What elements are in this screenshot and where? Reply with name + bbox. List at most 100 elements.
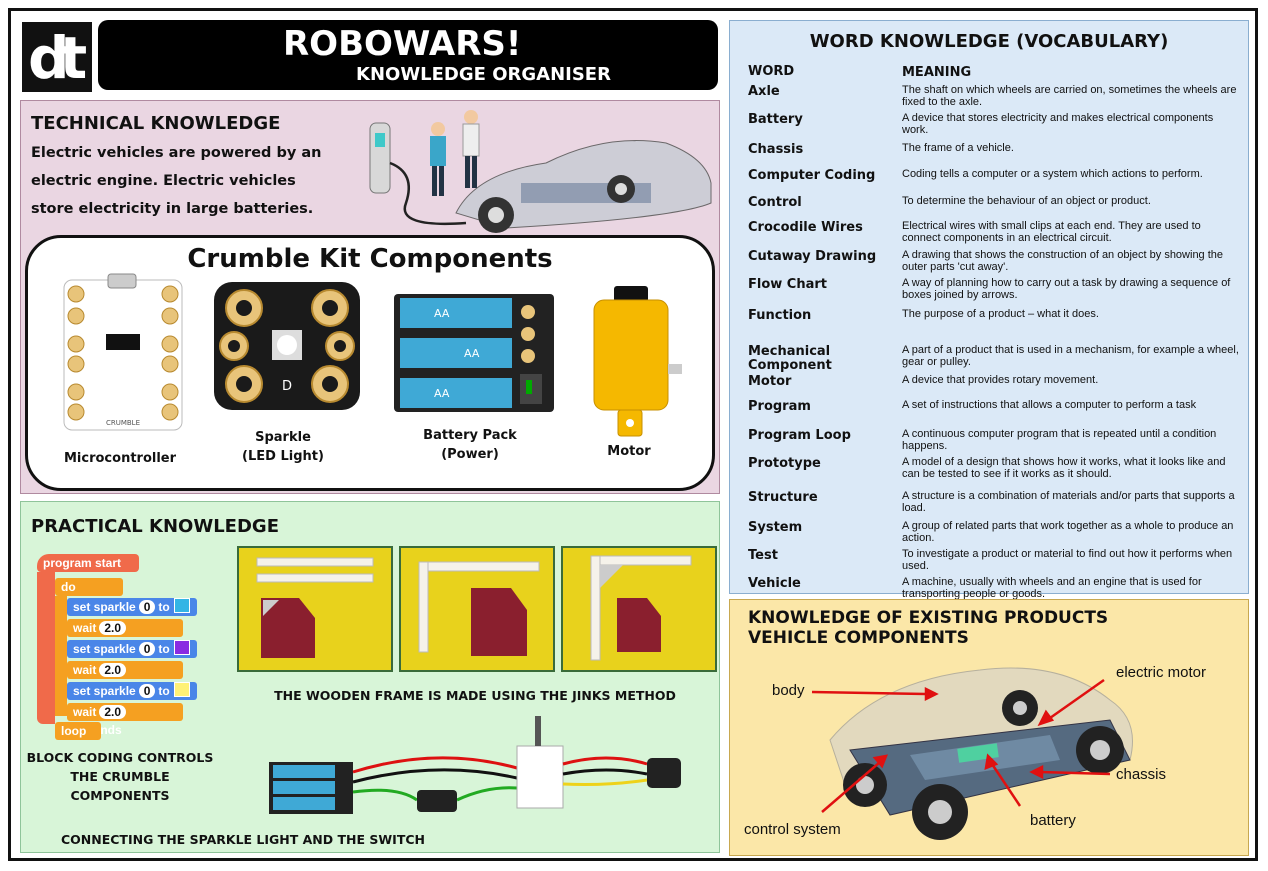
existing-heading: KNOWLEDGE OF EXISTING PRODUCTS VEHICLE C… <box>748 608 1108 648</box>
vehicle-cutaway-diagram <box>811 667 1133 840</box>
vocab-meaning: A set of instructions that allows a comp… <box>902 399 1197 411</box>
vocab-word: Prototype <box>748 456 821 471</box>
microcontroller-board-text: CRUMBLE <box>106 419 140 427</box>
frame-photo-3 <box>561 546 717 672</box>
vocab-word: Structure <box>748 490 818 505</box>
vocab-word: Program Loop <box>748 428 851 443</box>
vocab-col-word: WORD <box>748 64 795 79</box>
code-wait-value: 2.0 <box>99 663 127 677</box>
code-set-sparkle-label: set sparkle <box>73 600 136 614</box>
technical-text: Electric vehicles are powered by an elec… <box>31 139 331 223</box>
vocab-meaning: To determine the behaviour of an object … <box>902 195 1151 207</box>
sparkle-led-image: D <box>214 282 360 410</box>
vocabulary-heading: WORD KNOWLEDGE (VOCABULARY) <box>809 31 1169 52</box>
technical-heading: TECHNICAL KNOWLEDGE <box>31 113 281 134</box>
battery-cell-label: AA <box>434 307 450 320</box>
vocab-meaning: Electrical wires with small clips at eac… <box>902 220 1201 244</box>
practical-knowledge-panel: PRACTICAL KNOWLEDGE program start do for… <box>20 501 720 853</box>
sparkle-board-text: D <box>282 379 292 394</box>
caption-block-coding-line2: THE CRUMBLE COMPONENTS <box>70 769 170 803</box>
vocab-word: Test <box>748 548 778 563</box>
practical-heading: PRACTICAL KNOWLEDGE <box>31 516 279 537</box>
code-color-swatch[interactable] <box>173 682 190 697</box>
vocab-word: Vehicle <box>748 576 801 591</box>
page-title: ROBOWARS! <box>283 24 522 64</box>
code-set-sparkle-label: set sparkle <box>73 684 136 698</box>
circuit-image <box>269 716 681 814</box>
vocab-word: Battery <box>748 112 803 127</box>
label-battery-pack: Battery Pack (Power) <box>400 426 540 464</box>
vocab-word: Flow Chart <box>748 277 827 292</box>
vocab-word: Chassis <box>748 142 804 157</box>
electric-car-charging-illustration <box>369 110 712 233</box>
vocab-word: Mechanical Component <box>748 344 832 373</box>
code-start-rail <box>37 572 55 724</box>
code-wait-label: wait <box>73 705 97 719</box>
frame-photo-1 <box>237 546 393 672</box>
code-sparkle-index: 0 <box>138 684 156 698</box>
vocab-word: Control <box>748 195 802 210</box>
vocab-meaning: A group of related parts that work toget… <box>902 520 1234 544</box>
code-loop-rail <box>55 596 67 716</box>
vocab-word: Computer Coding <box>748 168 876 183</box>
vocab-meaning: A way of planning how to carry out a tas… <box>902 277 1231 301</box>
code-sparkle-index: 0 <box>138 600 156 614</box>
code-color-swatch[interactable] <box>173 598 190 613</box>
code-color-swatch[interactable] <box>173 640 190 655</box>
vocabulary-panel: WORD KNOWLEDGE (VOCABULARY) WORD MEANING… <box>729 20 1249 599</box>
page-border <box>8 8 1258 861</box>
page-subtitle: KNOWLEDGE ORGANISER <box>356 64 611 85</box>
vocab-word: Program <box>748 399 811 414</box>
label-motor: Motor <box>607 444 651 459</box>
label-chassis: chassis <box>1116 766 1167 783</box>
vocab-meaning: A structure is a combination of material… <box>902 490 1235 514</box>
vocab-meaning: The purpose of a product – what it does. <box>902 308 1099 320</box>
caption-block-coding: BLOCK CODING CONTROLS THE CRUMBLE COMPON… <box>25 748 215 805</box>
code-wait-label: wait <box>73 663 97 677</box>
vocab-meaning: A device that provides rotary movement. <box>902 374 1099 386</box>
crumble-kit-panel: Crumble Kit Components CRUMBLE Microcont… <box>25 235 715 491</box>
vocab-meaning: A drawing that shows the construction of… <box>902 249 1224 273</box>
code-wait-label: wait <box>73 621 97 635</box>
vocab-word: Cutaway Drawing <box>748 249 877 264</box>
vocab-word: Function <box>748 308 812 323</box>
code-to-label: to <box>158 642 170 656</box>
technical-knowledge-panel: TECHNICAL KNOWLEDGE Electric vehicles ar… <box>20 100 720 494</box>
technical-text-line: Electric vehicles are powered by an <box>31 145 322 161</box>
block-code-program: program start do forever set sparkle0to … <box>37 554 237 740</box>
code-wait-value: 2.0 <box>99 705 127 719</box>
code-program-start: program start <box>37 554 139 572</box>
label-battery: battery <box>1030 812 1076 829</box>
code-loop-end: loop <box>55 722 101 740</box>
title-banner: ROBOWARS! KNOWLEDGE ORGANISER <box>98 20 718 90</box>
battery-cell-label: AA <box>464 347 480 360</box>
crumble-kit-title: Crumble Kit Components <box>187 244 553 274</box>
technical-text-line: store electricity in large batteries. <box>31 201 314 217</box>
label-microcontroller: Microcontroller <box>63 451 177 466</box>
code-sparkle-index: 0 <box>138 642 156 656</box>
vocab-meaning: A device that stores electricity and mak… <box>902 112 1214 136</box>
vocab-meaning: To investigate a product or material to … <box>902 548 1233 572</box>
motor-image <box>593 286 682 437</box>
joined-frame-image <box>590 555 692 661</box>
code-do-forever: do forever <box>55 578 123 612</box>
vocab-meaning: A machine, usually with wheels and an en… <box>902 576 1202 600</box>
label-battery-line2: (Power) <box>441 447 499 462</box>
existing-heading-line2: VEHICLE COMPONENTS <box>748 628 969 648</box>
dt-logo: dt <box>22 22 92 92</box>
caption-circuit: CONNECTING THE SPARKLE LIGHT AND THE SWI… <box>61 832 425 847</box>
vocab-word: Crocodile Wires <box>748 220 863 235</box>
wooden-strips-image <box>256 557 374 658</box>
battery-cell-label: AA <box>434 387 450 400</box>
vocab-word: Axle <box>748 84 780 99</box>
vocab-word: Motor <box>748 374 792 389</box>
vocab-meaning: The shaft on which wheels are carried on… <box>902 84 1237 108</box>
jinks-corner-image <box>418 561 540 656</box>
technical-text-line: electric engine. Electric vehicles <box>31 173 296 189</box>
label-sparkle-line2: (LED Light) <box>242 449 324 464</box>
vocab-meaning: A part of a product that is used in a me… <box>902 344 1239 368</box>
